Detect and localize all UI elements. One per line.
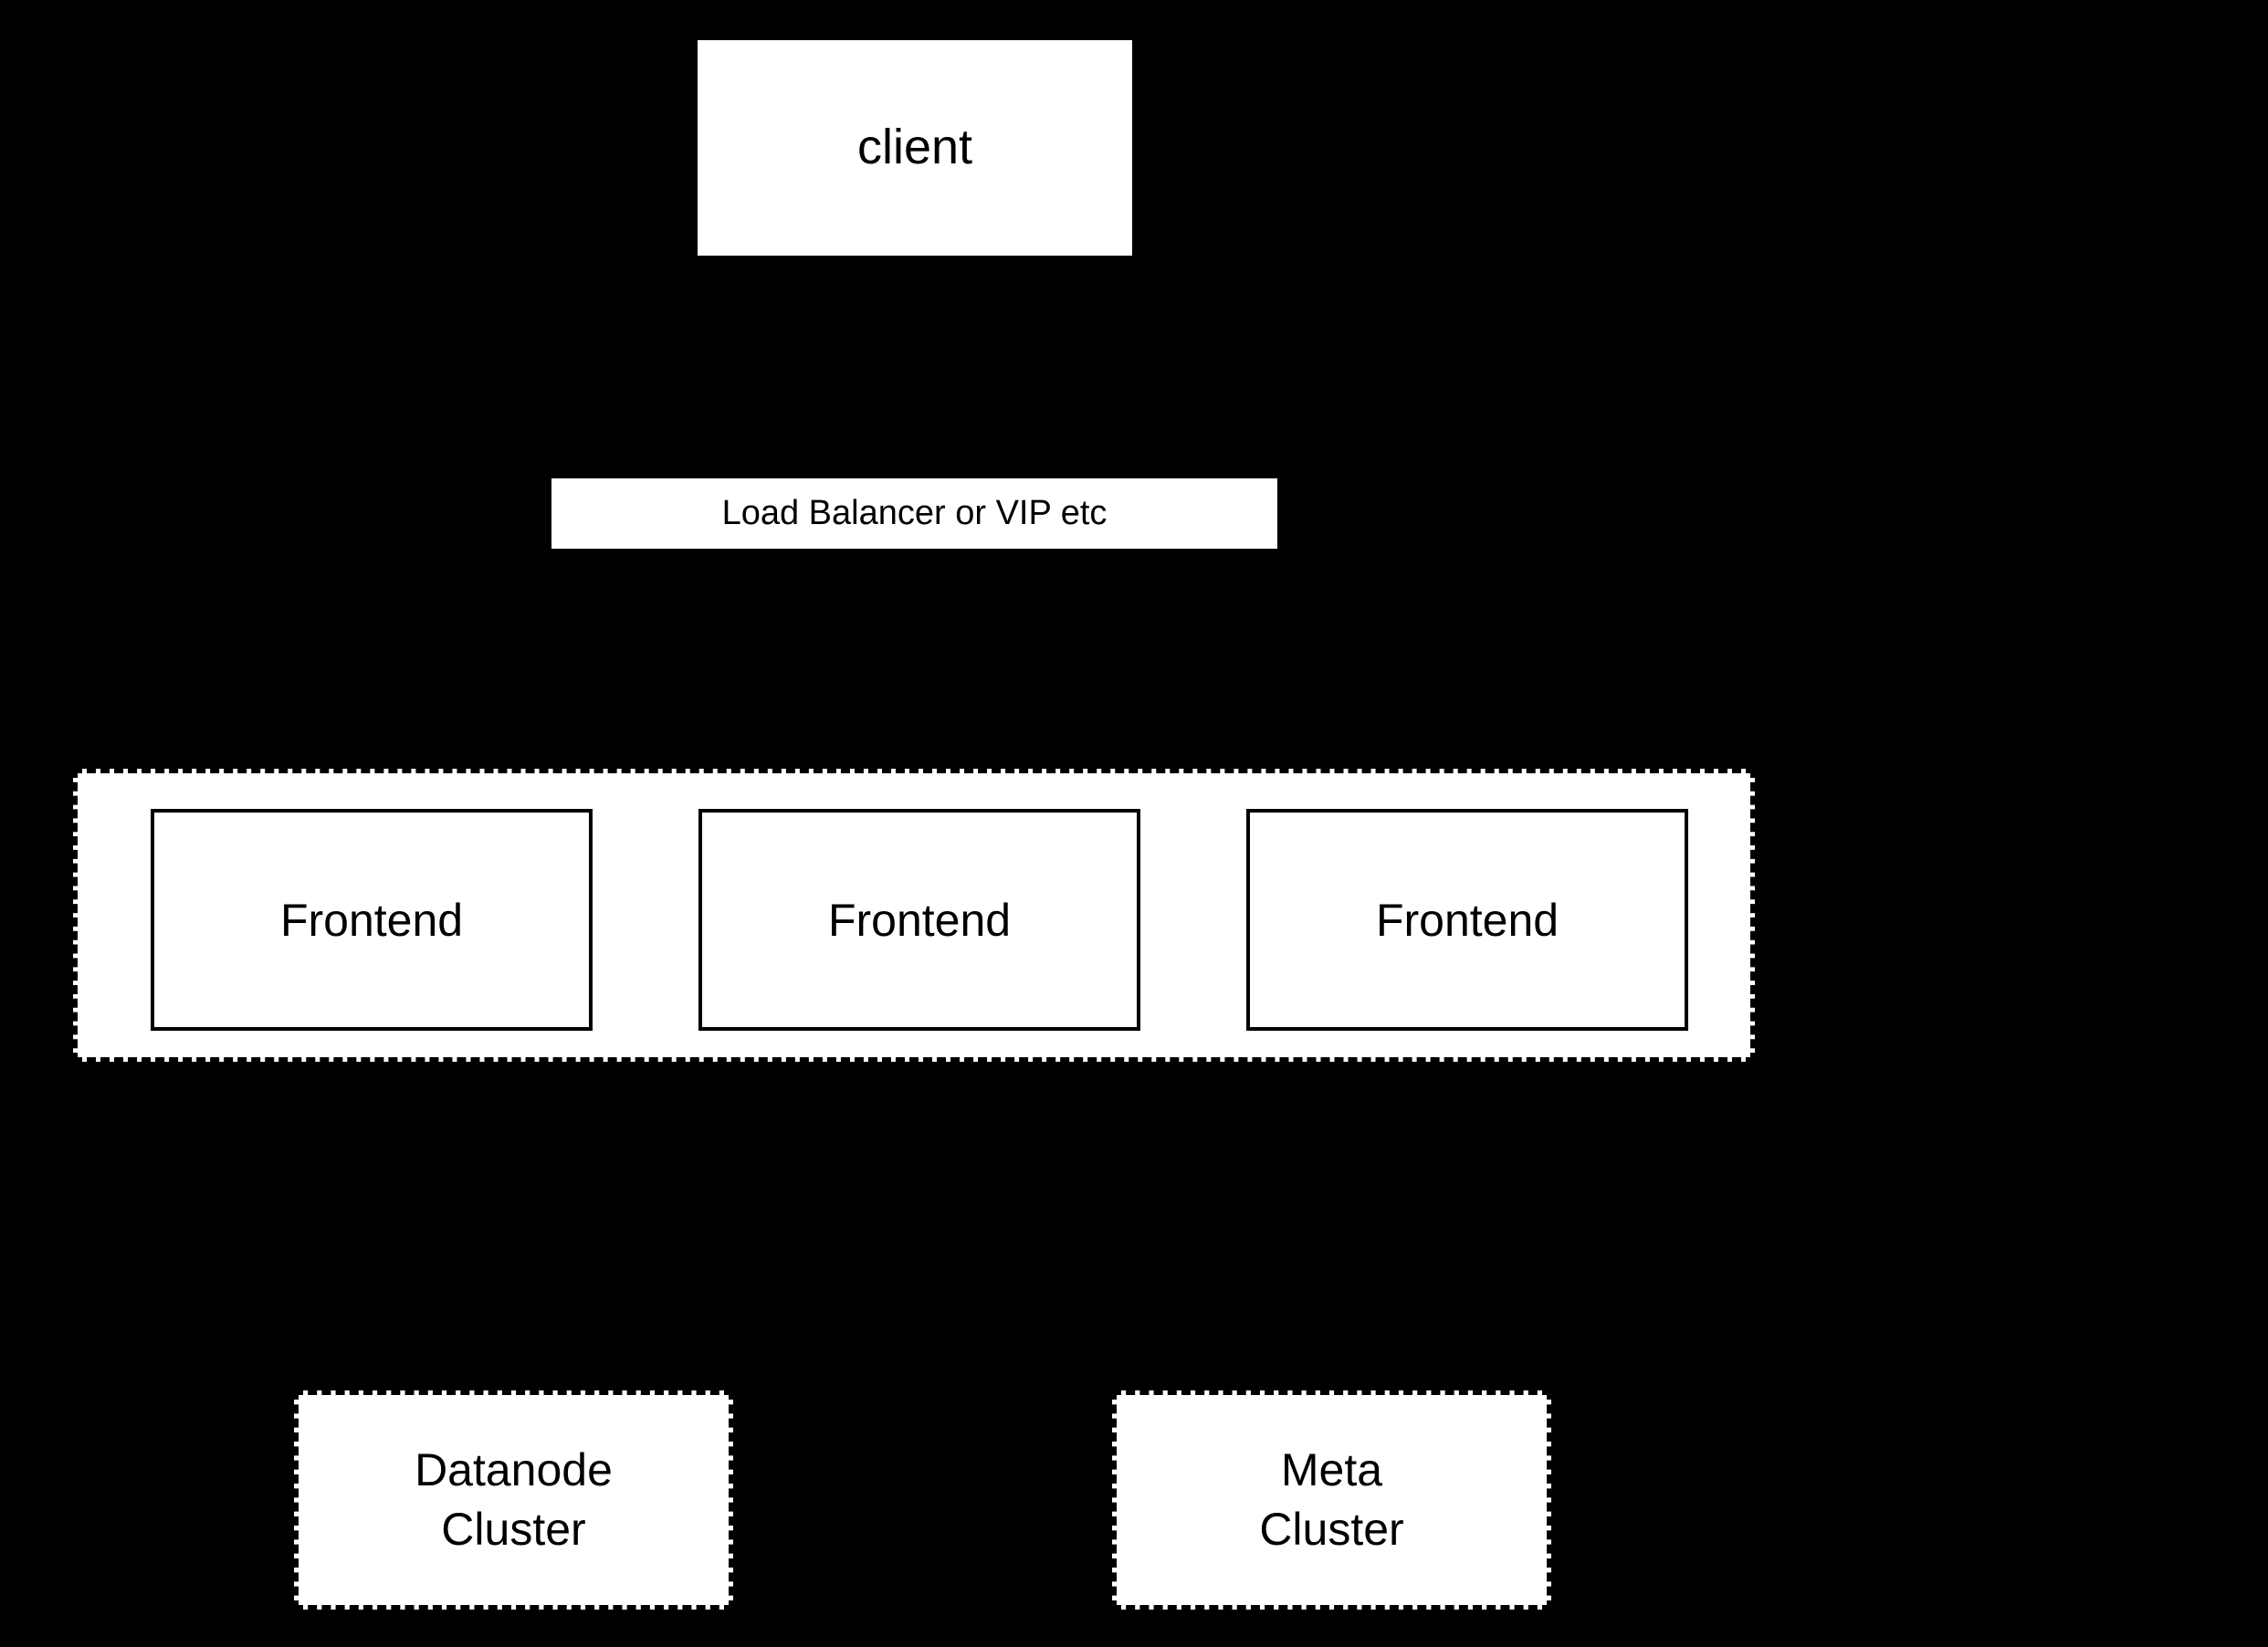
datanode-cluster-node-label: Datanode Cluster <box>415 1444 613 1555</box>
frontend-node-2[interactable]: Frontend <box>698 809 1140 1031</box>
datanode-cluster-node[interactable]: Datanode Cluster <box>294 1390 733 1610</box>
load-balancer-node-label: Load Balancer or VIP etc <box>721 494 1108 533</box>
load-balancer-node[interactable]: Load Balancer or VIP etc <box>551 478 1277 549</box>
client-node[interactable]: client <box>698 40 1132 256</box>
meta-cluster-node-label: Meta Cluster <box>1259 1444 1404 1555</box>
frontend-group-container[interactable]: Frontend Frontend Frontend <box>73 769 1755 1062</box>
meta-cluster-node[interactable]: Meta Cluster <box>1112 1390 1551 1610</box>
frontend-node-2-label: Frontend <box>827 894 1012 946</box>
client-node-label: client <box>856 120 973 175</box>
frontend-node-1[interactable]: Frontend <box>151 809 593 1031</box>
frontend-node-3[interactable]: Frontend <box>1246 809 1688 1031</box>
frontend-node-3-label: Frontend <box>1375 894 1559 946</box>
frontend-node-1-label: Frontend <box>279 894 464 946</box>
